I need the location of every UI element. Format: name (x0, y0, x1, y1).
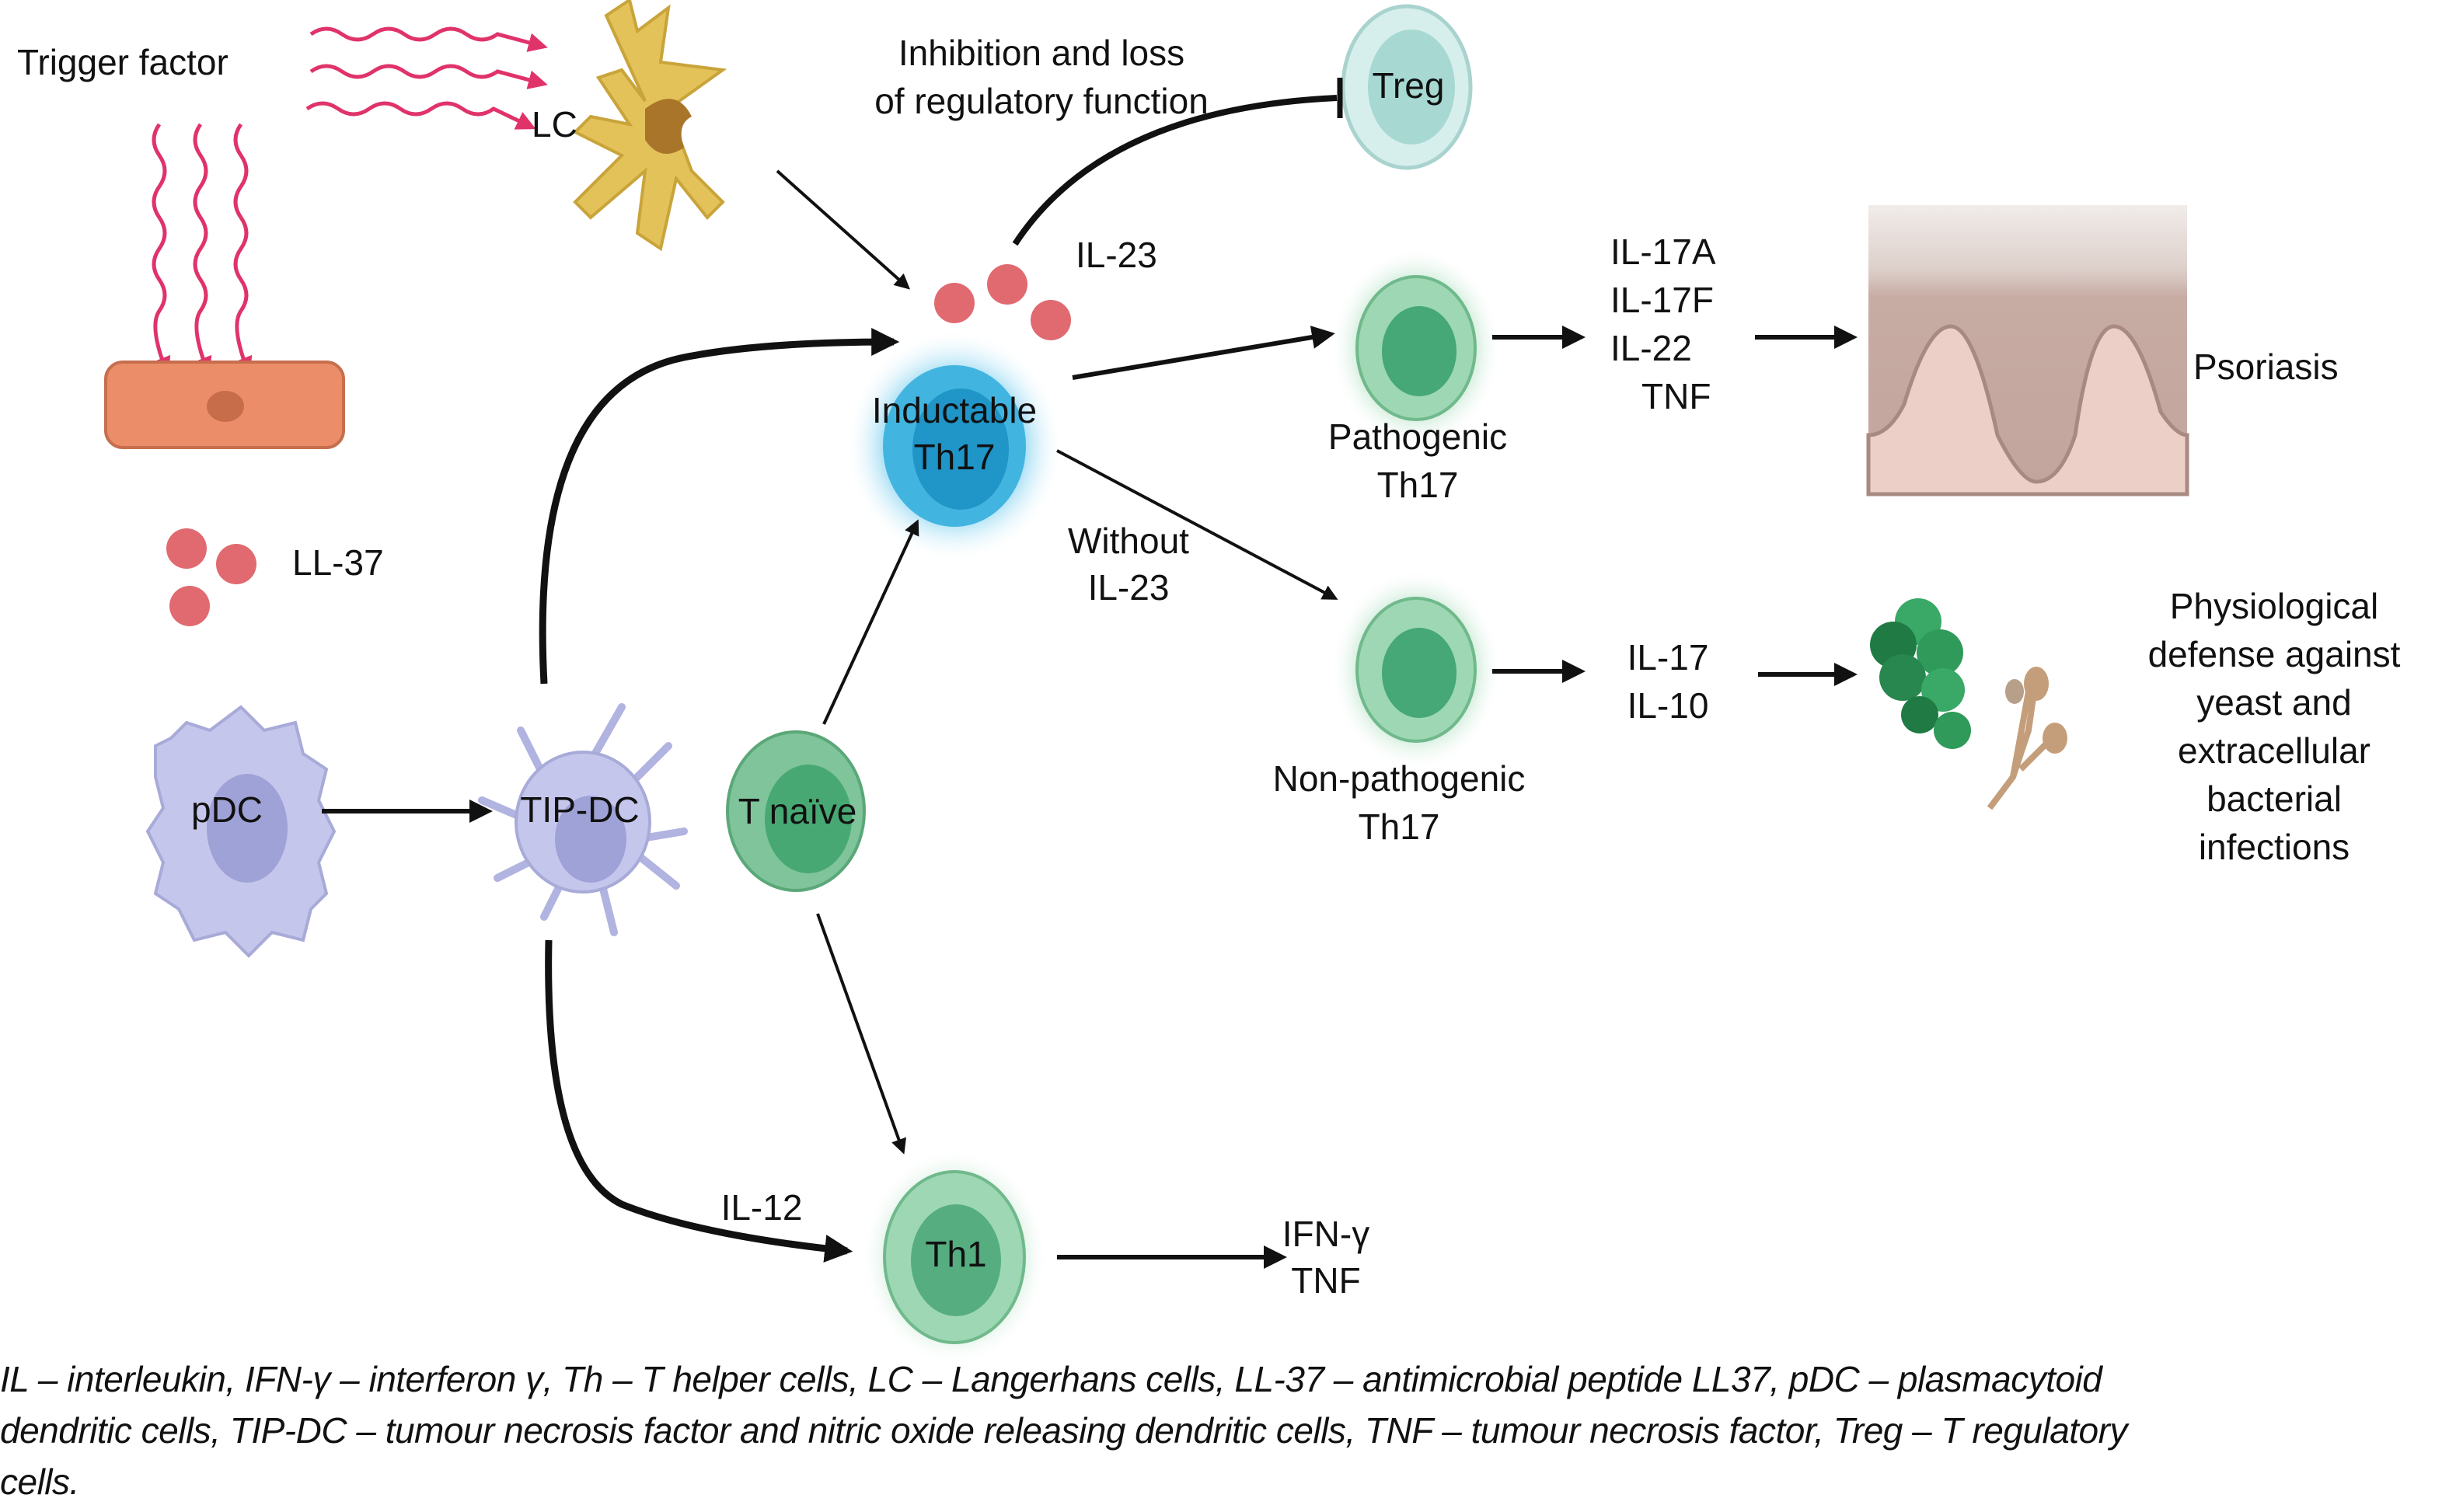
il12-label: IL-12 (721, 1187, 803, 1228)
ll37-particle (216, 544, 256, 584)
trigger-ray (309, 26, 548, 52)
il23-particle (1031, 300, 1071, 340)
defense-label-line: Physiological (2170, 586, 2378, 626)
keratinocyte-nucleus (207, 391, 244, 422)
keratinocyte (104, 361, 345, 449)
inhibition-label-line1: Inhibition and loss (898, 33, 1184, 73)
pdc-cell (145, 705, 337, 958)
without-il23-label-line1: Without (1068, 521, 1189, 561)
pathogenic-th17-label-line2: Th17 (1377, 465, 1459, 505)
defense-label-line: bacterial (2207, 779, 2342, 819)
ll37-particles (166, 528, 256, 626)
th17-to-pathogenic-arrow (1072, 326, 1335, 380)
figure-caption: IL – interleukin, IFN-γ – interferon γ, … (0, 1353, 2449, 1507)
tipdc-label: TIP-DC (520, 789, 639, 830)
cytokine-tnf-th1: TNF (1291, 1260, 1360, 1301)
tipdc-cell (478, 703, 688, 936)
treg-label: Treg (1373, 65, 1445, 106)
cytokine-il17: IL-17 (1627, 637, 1709, 678)
pathogenic-th17-label-line1: Pathogenic (1328, 416, 1507, 457)
trigger-ray (309, 64, 548, 89)
th17-to-nonpathogenic-arrow (1056, 449, 1338, 600)
trigger-ray (233, 123, 253, 377)
il23-label: IL-23 (1076, 235, 1157, 275)
treg-cell (1341, 4, 1473, 170)
defense-label-line: defense against (2148, 634, 2401, 674)
psoriasis-label: Psoriasis (2193, 347, 2339, 387)
th1-cell (861, 1148, 1048, 1366)
th1-label: Th1 (925, 1234, 986, 1274)
defense-label-line: yeast and (2196, 682, 2351, 723)
lc-nucleus (645, 99, 692, 154)
il23-particles (934, 264, 1071, 340)
cytokine-il10: IL-10 (1627, 685, 1709, 726)
tnaive-label: T naïve (738, 791, 857, 831)
trigger-rays-horizontal (305, 26, 548, 130)
defense-label-line: infections (2199, 827, 2350, 867)
inhibition-arrow (1012, 95, 1338, 246)
tipdc-to-th17-arrow (539, 328, 900, 685)
trigger-rays-vertical (152, 123, 253, 377)
il23-particle (934, 283, 975, 323)
trigger-ray (305, 101, 536, 130)
tnaive-to-th17-arrow (822, 519, 919, 725)
th1-cytokine-list: IFN-γ TNF (1282, 1214, 1369, 1301)
lc-to-th17-arrow (776, 169, 910, 290)
tipdc-to-th1-arrow (545, 939, 853, 1263)
psoriatic-skin-image (1866, 205, 2189, 496)
inhibition-label-line2: of regulatory function (874, 81, 1209, 121)
cytokine-tnf: TNF (1641, 376, 1711, 416)
pathogenic-th17-cell (1331, 247, 1502, 449)
without-il23-label-line2: IL-23 (1088, 567, 1170, 608)
caption-line: dendritic cells, TIP-DC – tumour necrosi… (0, 1410, 2127, 1451)
nonpathogenic-th17-label-line2: Th17 (1359, 807, 1440, 847)
pdc-label: pDC (191, 789, 263, 830)
cytokine-il22: IL-22 (1610, 328, 1692, 368)
microbes-image (1870, 598, 2067, 810)
cytokine-il17a: IL-17A (1610, 232, 1716, 272)
nonpathogenic-th17-label-line1: Non-pathogenic (1273, 758, 1526, 799)
pathogenic-cytokine-list: IL-17A IL-17F IL-22 TNF (1610, 232, 1716, 416)
cytokine-il17f: IL-17F (1610, 280, 1714, 320)
trigger-ray (152, 123, 171, 377)
ll37-particle (166, 528, 207, 569)
inductable-th17-label-line1: Inductable (872, 390, 1037, 430)
trigger-ray (193, 123, 212, 377)
trigger-factor-label: Trigger factor (17, 42, 229, 82)
inductable-th17-label-line2: Th17 (914, 437, 996, 477)
nonpathogenic-cytokine-list: IL-17 IL-10 (1627, 637, 1709, 726)
tnaive-cell (726, 730, 866, 892)
lc-label: LC (532, 104, 577, 145)
lc-cell (572, 0, 727, 252)
inductable-th17-cell (846, 329, 1063, 563)
caption-line: cells. (0, 1461, 79, 1502)
ll37-particle (169, 586, 210, 626)
cytokine-ifn-gamma: IFN-γ (1282, 1214, 1369, 1254)
il23-particle (987, 264, 1027, 305)
defense-label: Physiological defense against yeast and … (2148, 586, 2401, 867)
nonpathogenic-th17-cell (1331, 569, 1502, 771)
caption-line: IL – interleukin, IFN-γ – interferon γ, … (0, 1359, 2102, 1399)
ll37-label: LL-37 (292, 542, 384, 583)
tnaive-to-th1-arrow (816, 913, 906, 1155)
defense-label-line: extracellular (2178, 730, 2371, 771)
